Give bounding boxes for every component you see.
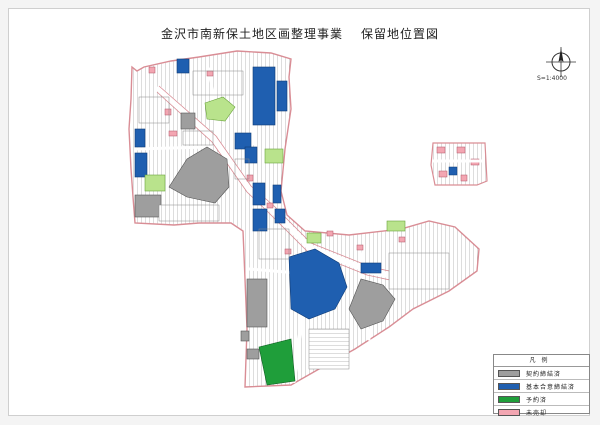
district-map — [128, 50, 488, 388]
pink-lots — [148, 66, 406, 255]
legend-swatch — [498, 369, 520, 377]
legend-label: 基本合意締結済 — [526, 383, 576, 391]
map-scale: S=1:4000 — [537, 75, 567, 82]
legend-header: 凡例 — [494, 355, 589, 367]
legend-item-unsold: 未売却 — [494, 406, 589, 418]
green-lots — [258, 338, 296, 386]
legend: 凡例 契約締結済 基本合意締結済 予約済 未売却 — [493, 354, 590, 417]
legend-item-agreement: 基本合意締結済 — [494, 380, 589, 393]
parks — [144, 96, 406, 244]
legend-swatch — [498, 382, 520, 390]
legend-label: 契約締結済 — [526, 370, 562, 378]
north-arrow-icon — [546, 47, 576, 77]
parcel-blocks — [138, 70, 450, 370]
legend-label: 未売却 — [526, 409, 548, 417]
legend-item-contract: 契約締結済 — [494, 367, 589, 380]
blue-lots — [134, 58, 382, 320]
legend-item-reserved: 予約済 — [494, 393, 589, 406]
map-sheet: 金沢市南新保土地区画整理事業 保留地位置図 S=1:4000 — [8, 8, 591, 417]
legend-swatch — [498, 408, 520, 416]
gray-lots — [134, 112, 396, 360]
map-title-main: 金沢市南新保土地区画整理事業 — [160, 27, 343, 41]
separate-district — [430, 142, 488, 186]
legend-label: 予約済 — [526, 396, 548, 404]
map-title: 金沢市南新保土地区画整理事業 保留地位置図 — [9, 25, 591, 42]
legend-swatch — [498, 395, 520, 403]
map-title-sub: 保留地位置図 — [361, 27, 440, 41]
